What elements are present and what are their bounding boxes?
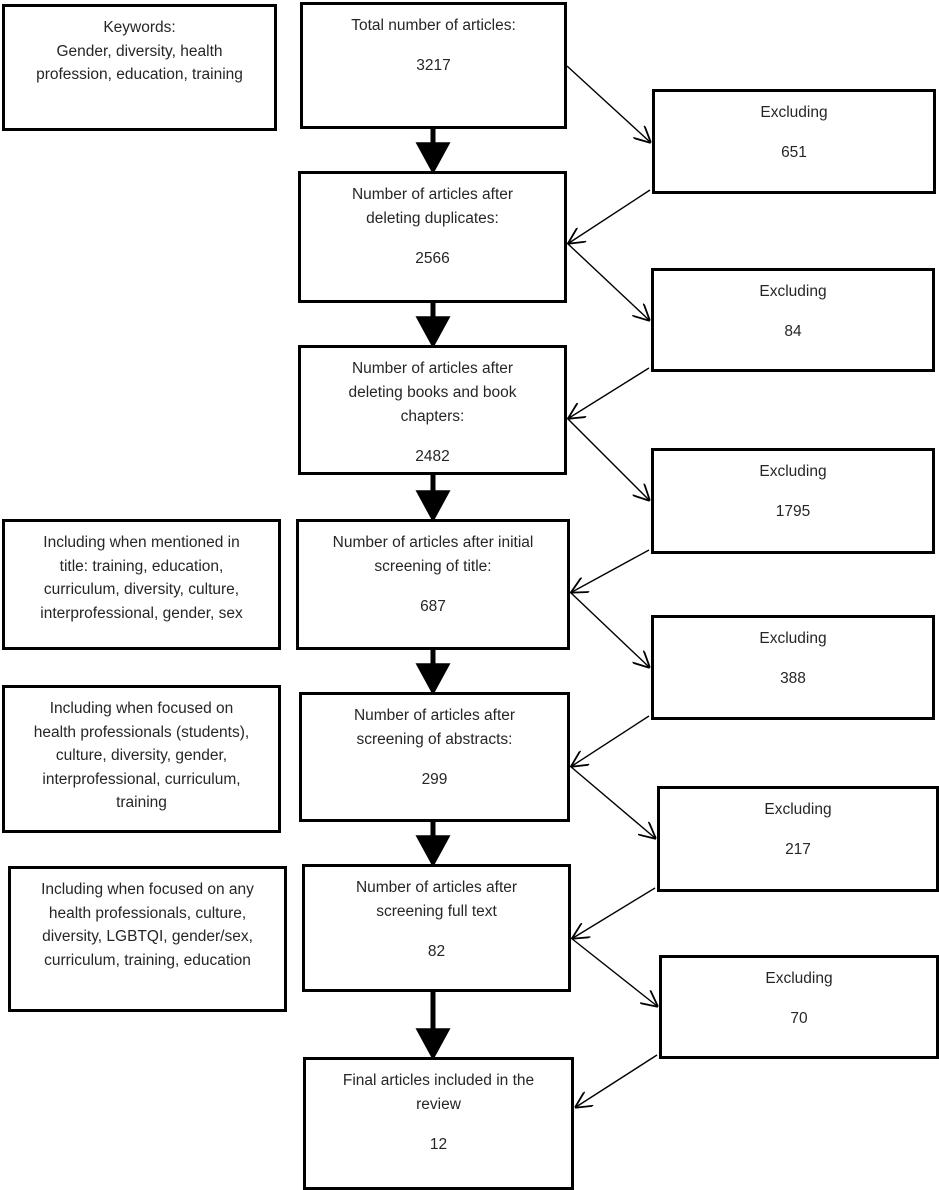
arrow-duplicates-to-excluding-84 [566, 242, 649, 320]
keywords-note-line-3: profession, education, training [36, 66, 243, 84]
excluding-84: Excluding 84 [651, 268, 935, 372]
including-fulltext-note-line-2: health professionals, culture, [48, 904, 247, 922]
excluding-1795-line-1: Excluding [759, 463, 827, 480]
arrow-excluding-651-to-duplicates [569, 189, 651, 243]
after-fulltext-screening-line-1: Number of articles after [355, 879, 518, 896]
after-initial-title-screening: Number of articles after initial screenin… [296, 519, 570, 650]
including-title-note-line-3: curriculum, diversity, culture, [43, 581, 240, 599]
excluding-651-count: 651 [781, 144, 807, 162]
after-deleting-duplicates-line-2: deleting duplicates: [366, 210, 499, 228]
excluding-1795: Excluding 1795 [651, 448, 935, 554]
excluding-70: Excluding 70 [659, 955, 939, 1059]
arrow-excluding-84-to-books [569, 367, 650, 418]
final-included-line-2: review [416, 1096, 461, 1114]
total-articles: Total number of articles: 3217 [300, 2, 567, 129]
including-abstract-note-line-4: interprofessional, curriculum, [42, 770, 241, 788]
arrow-fulltext-to-excluding-70 [570, 937, 657, 1006]
after-abstract-screening-line-1: Number of articles after [353, 707, 516, 724]
arrow-books-to-excluding-1795 [566, 417, 649, 500]
diagonal-arrows-group [566, 65, 658, 1107]
after-initial-title-screening-count: 687 [420, 597, 446, 615]
excluding-70-line-1: Excluding [765, 970, 833, 987]
including-title-note-line-2: title: training, education, [59, 557, 224, 575]
arrow-excluding-388-to-abstracts [572, 715, 650, 766]
keywords-note: Keywords: Gender, diversity, health profes… [2, 4, 277, 131]
excluding-70-count: 70 [790, 1010, 808, 1028]
after-deleting-duplicates-count: 2566 [415, 249, 450, 267]
after-deleting-books-line-3: chapters: [400, 408, 465, 426]
arrow-excluding-70-to-final [576, 1054, 658, 1107]
after-abstract-screening: Number of articles after screening of abs… [299, 692, 570, 822]
arrow-title-to-excluding-388 [569, 591, 649, 667]
after-deleting-duplicates-line-1: Number of articles after [351, 186, 514, 203]
including-abstract-note-line-3: culture, diversity, gender, [55, 747, 228, 765]
excluding-388-line-1: Excluding [759, 630, 827, 647]
including-title-note-line-4: interprofessional, gender, sex [40, 604, 243, 622]
excluding-84-line-1: Excluding [759, 283, 827, 300]
including-abstract-note: Including when focused on health professi… [2, 685, 281, 833]
excluding-217-line-1: Excluding [764, 801, 832, 818]
arrow-excluding-1795-to-title [572, 549, 650, 592]
after-deleting-books-line-1: Number of articles after [351, 360, 514, 377]
after-initial-title-screening-line-1: Number of articles after initial [332, 534, 534, 551]
excluding-388-count: 388 [780, 670, 806, 688]
after-fulltext-screening: Number of articles after screening full t… [302, 864, 571, 992]
including-abstract-note-line-1: Including when focused on [49, 700, 234, 717]
after-fulltext-screening-line-2: screening full text [376, 903, 497, 921]
after-initial-title-screening-line-2: screening of title: [374, 558, 492, 576]
excluding-651: Excluding 651 [652, 89, 936, 194]
excluding-217-count: 217 [785, 841, 811, 859]
keywords-note-line-2: Gender, diversity, health [56, 42, 223, 60]
including-title-note-line-1: Including when mentioned in [43, 534, 240, 551]
including-fulltext-note-line-3: diversity, LGBTQI, gender/sex, [42, 928, 253, 946]
after-deleting-books-line-2: deleting books and book [348, 384, 517, 402]
after-deleting-duplicates: Number of articles after deleting duplica… [298, 171, 567, 303]
including-title-note: Including when mentioned in title: traini… [2, 519, 281, 650]
after-abstract-screening-count: 299 [421, 770, 448, 788]
excluding-651-line-1: Excluding [760, 104, 828, 121]
arrow-abstracts-to-excluding-217 [569, 765, 655, 838]
excluding-388: Excluding 388 [651, 615, 935, 720]
excluding-84-count: 84 [784, 323, 802, 341]
including-fulltext-note: Including when focused on any health prof… [8, 866, 287, 1012]
arrow-excluding-217-to-fulltext [573, 887, 656, 938]
after-fulltext-screening-count: 82 [427, 942, 446, 960]
excluding-1795-count: 1795 [775, 503, 811, 521]
after-deleting-books: Number of articles after deleting books a… [298, 345, 567, 475]
final-included-count: 12 [429, 1135, 448, 1153]
total-articles-line-1: Total number of articles: [351, 17, 516, 34]
excluding-217: Excluding 217 [657, 786, 939, 892]
arrow-total-to-excluding-651 [566, 65, 650, 142]
including-abstract-note-line-2: health professionals (students), [33, 723, 250, 741]
after-deleting-books-count: 2482 [415, 447, 450, 465]
including-fulltext-note-line-1: Including when focused on any [41, 881, 254, 898]
including-fulltext-note-line-4: curriculum, training, education [44, 951, 251, 969]
keywords-note-line-1: Keywords: [103, 19, 176, 36]
final-included: Final articles included in the review 12 [303, 1057, 574, 1190]
including-abstract-note-line-5: training [116, 794, 167, 812]
total-articles-count: 3217 [416, 56, 451, 74]
final-included-line-1: Final articles included in the [342, 1072, 535, 1089]
after-abstract-screening-line-2: screening of abstracts: [356, 731, 513, 749]
